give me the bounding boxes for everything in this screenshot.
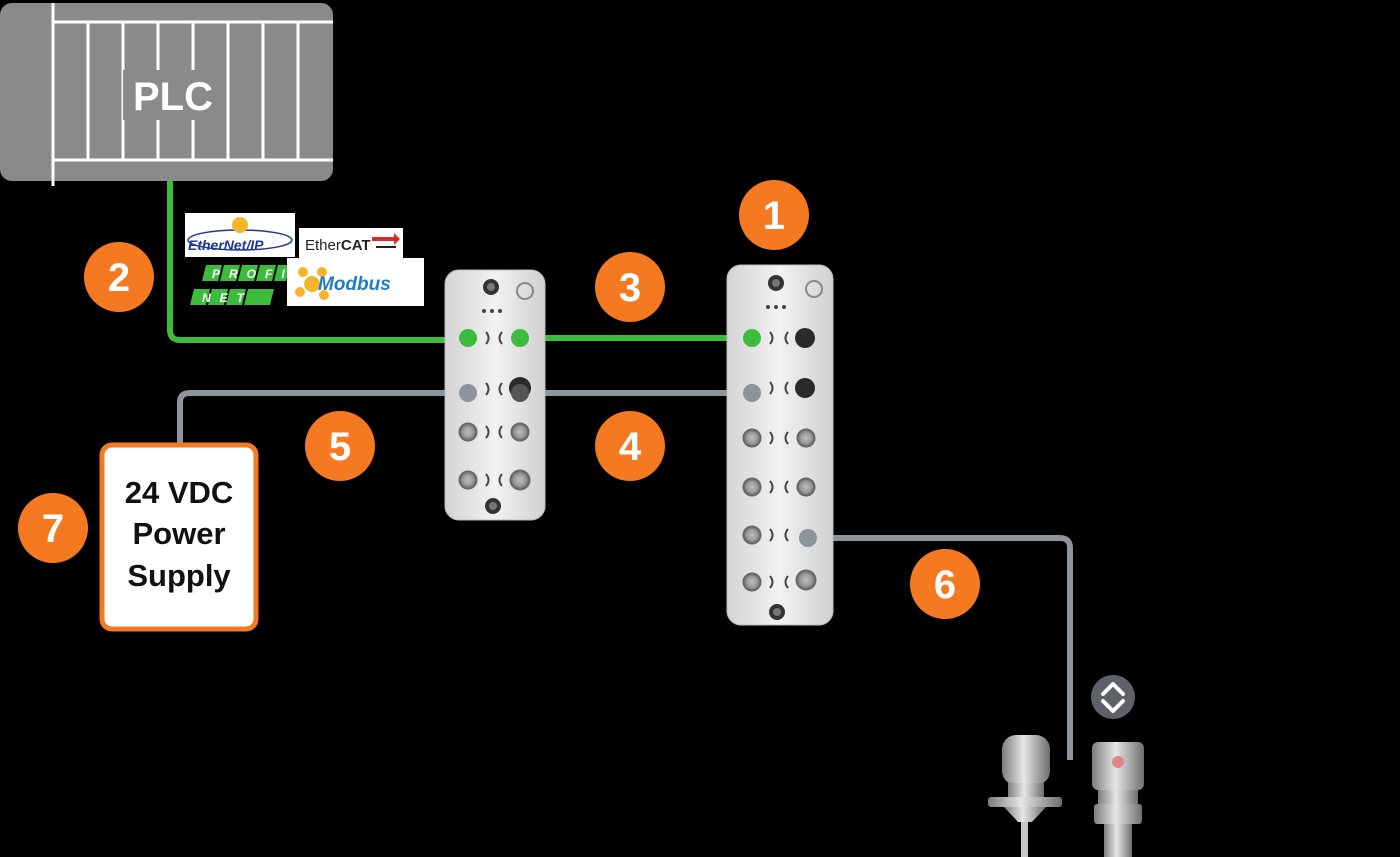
power-supply-line3: Supply <box>127 558 231 593</box>
io-link-signal-icon <box>1091 675 1135 719</box>
svg-text:4: 4 <box>619 425 642 469</box>
badge-1: 1 <box>739 180 809 250</box>
badge-4: 4 <box>595 411 665 481</box>
badge-3: 3 <box>595 252 665 322</box>
svg-text:3: 3 <box>619 266 641 310</box>
svg-text:EtherCAT: EtherCAT <box>305 237 371 254</box>
badge-7: 7 <box>18 493 88 563</box>
modbus-text: Modbus <box>318 274 391 295</box>
ethercat-suffix: CAT <box>341 237 371 254</box>
profinet-top-text: PROFI <box>212 267 294 281</box>
svg-text:6: 6 <box>934 563 956 607</box>
plc-rack-icon <box>0 3 333 186</box>
ethernetip-logo: EtherNet/IP <box>185 213 295 257</box>
svg-text:5: 5 <box>329 425 351 469</box>
small-module-port-power-in <box>459 384 477 402</box>
small-module-port-ethernet-out <box>511 329 529 347</box>
temperature-sensor-icon <box>988 735 1062 857</box>
plc-label: PLC <box>133 75 213 119</box>
large-module-port-power-in <box>743 384 761 402</box>
large-module-port-sensor <box>799 529 817 547</box>
ethercat-prefix: Ether <box>305 237 341 254</box>
power-supply-line2: Power <box>132 516 225 551</box>
ethercat-logo: EtherCAT <box>299 228 403 258</box>
badge-5: 5 <box>305 411 375 481</box>
badge-2: 2 <box>84 242 154 312</box>
sensor-cable <box>808 535 1073 760</box>
power-supply-box <box>99 442 259 632</box>
io-link-master-large-icon <box>726 264 834 626</box>
small-module-port-ethernet-in <box>459 329 477 347</box>
small-module-port-power-out <box>509 377 531 402</box>
profinet-bottom-text: NET <box>202 291 253 305</box>
profinet-logo: PROFI NET <box>188 262 294 308</box>
ethernetip-text: EtherNet/IP <box>188 237 264 253</box>
power-supply-line1: 24 VDC <box>125 475 234 510</box>
power-cable-supply-to-module <box>177 390 468 445</box>
svg-text:1: 1 <box>763 194 785 238</box>
badge-6: 6 <box>910 549 980 619</box>
ethernet-cable-plc-to-module <box>167 180 468 343</box>
svg-text:2: 2 <box>108 256 130 300</box>
svg-text:7: 7 <box>42 507 64 551</box>
large-module-port-ethernet-in <box>743 329 761 347</box>
modbus-logo: Modbus <box>287 258 424 306</box>
pressure-sensor-icon <box>1092 742 1144 857</box>
